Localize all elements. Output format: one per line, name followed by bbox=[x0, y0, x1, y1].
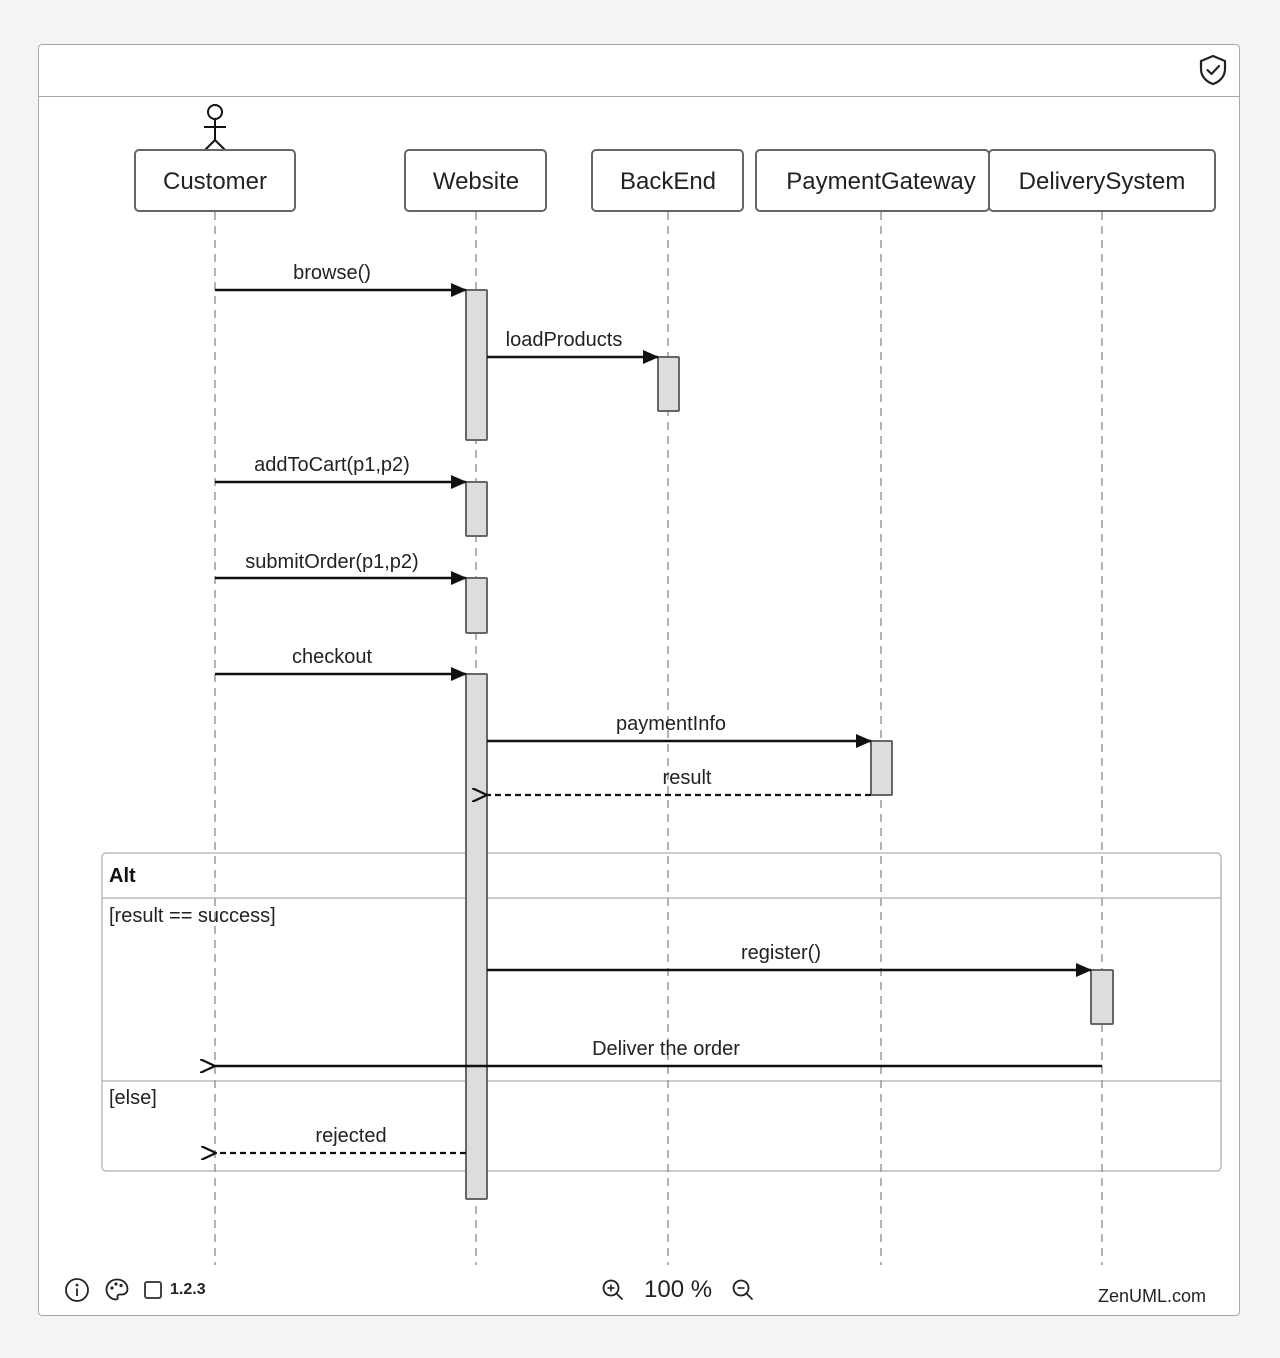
footer-left-tools: 1.2.3 bbox=[64, 1276, 206, 1304]
alt-fragment-box bbox=[101, 852, 1222, 1172]
activation-payment bbox=[870, 740, 893, 796]
zoom-in-icon[interactable] bbox=[600, 1277, 626, 1303]
version-label: 1.2.3 bbox=[170, 1281, 206, 1298]
message-register-label: register() bbox=[741, 942, 821, 964]
message-rejected-label: rejected bbox=[315, 1125, 386, 1147]
top-bar bbox=[38, 44, 1240, 97]
activation-website-submit bbox=[465, 577, 488, 634]
message-addtocart-label: addToCart(p1,p2) bbox=[254, 454, 410, 476]
participant-backend-label: BackEnd bbox=[620, 168, 716, 195]
message-browse-label: browse() bbox=[293, 262, 371, 284]
version-toggle[interactable]: 1.2.3 bbox=[144, 1281, 206, 1299]
message-paymentinfo-label: paymentInfo bbox=[616, 713, 726, 735]
info-icon[interactable] bbox=[64, 1277, 90, 1303]
participant-payment[interactable]: PaymentGateway bbox=[755, 149, 990, 212]
message-loadproducts-label: loadProducts bbox=[506, 329, 623, 351]
messages: browse() loadProducts addToCart(p1,p2) s… bbox=[215, 262, 1102, 1153]
message-checkout-label: checkout bbox=[292, 646, 372, 668]
alt-fragment: Alt [result == success] [else] bbox=[101, 852, 1222, 1172]
participant-payment-label: PaymentGateway bbox=[786, 168, 975, 195]
actor-icon bbox=[203, 104, 227, 152]
zoom-controls: 100 % bbox=[600, 1274, 756, 1306]
message-result-label: result bbox=[663, 767, 712, 789]
brand-link[interactable]: ZenUML.com bbox=[1098, 1286, 1207, 1306]
participant-website[interactable]: Website bbox=[404, 149, 547, 212]
alt-condition-success: [result == success] bbox=[109, 905, 276, 927]
alt-title: Alt bbox=[109, 865, 136, 887]
participant-customer-label: Customer bbox=[163, 168, 267, 195]
version-checkbox[interactable] bbox=[144, 1281, 162, 1299]
message-deliver-label: Deliver the order bbox=[592, 1038, 740, 1060]
activation-backend-load bbox=[657, 356, 680, 412]
participant-delivery-label: DeliverySystem bbox=[1019, 168, 1186, 195]
participant-backend[interactable]: BackEnd bbox=[591, 149, 744, 212]
palette-icon[interactable] bbox=[104, 1277, 130, 1303]
diagram-frame bbox=[38, 44, 1240, 1316]
activations bbox=[465, 289, 1114, 1200]
participant-delivery[interactable]: DeliverySystem bbox=[988, 149, 1216, 212]
participant-customer[interactable]: Customer bbox=[134, 149, 296, 212]
message-submitorder-label: submitOrder(p1,p2) bbox=[245, 551, 418, 573]
activation-delivery bbox=[1090, 969, 1114, 1025]
activation-website-addtocart bbox=[465, 481, 488, 537]
alt-condition-else: [else] bbox=[109, 1087, 157, 1109]
participant-website-label: Website bbox=[433, 168, 519, 195]
shield-check-icon[interactable] bbox=[1196, 53, 1230, 87]
participants: Customer Website BackEnd PaymentGateway … bbox=[134, 149, 1216, 212]
activation-website-checkout bbox=[465, 673, 488, 1200]
zoom-out-icon[interactable] bbox=[730, 1277, 756, 1303]
activation-website-browse bbox=[465, 289, 488, 441]
zoom-level: 100 % bbox=[644, 1276, 713, 1303]
